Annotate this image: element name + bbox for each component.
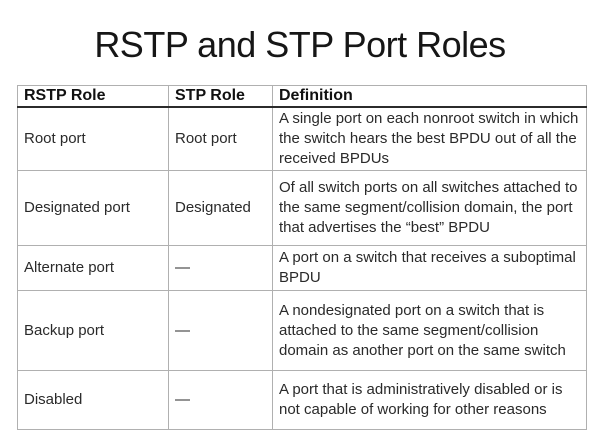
cell-definition: A port on a switch that receives a subop…: [272, 245, 587, 291]
cell-rstp-role: Backup port: [17, 290, 169, 371]
header-cell-rstp-role: RSTP Role: [17, 85, 169, 108]
cell-stp-role: —: [168, 290, 273, 371]
table-row: Root port Root port A single port on eac…: [17, 106, 587, 171]
table-header-row: RSTP Role STP Role Definition: [17, 85, 587, 108]
table-row: Disabled — A port that is administrative…: [17, 370, 587, 430]
table-row: Designated port Designated Of all switch…: [17, 170, 587, 246]
cell-stp-role: Root port: [168, 106, 273, 171]
cell-definition: A single port on each nonroot switch in …: [272, 106, 587, 171]
cell-rstp-role: Root port: [17, 106, 169, 171]
table-row: Alternate port — A port on a switch that…: [17, 245, 587, 291]
cell-stp-role: Designated: [168, 170, 273, 246]
header-cell-definition: Definition: [272, 85, 587, 108]
cell-definition: Of all switch ports on all switches atta…: [272, 170, 587, 246]
table-row: Backup port — A nondesignated port on a …: [17, 290, 587, 371]
header-cell-stp-role: STP Role: [168, 85, 273, 108]
cell-definition: A nondesignated port on a switch that is…: [272, 290, 587, 371]
cell-stp-role: —: [168, 370, 273, 430]
cell-definition: A port that is administratively disabled…: [272, 370, 587, 430]
cell-stp-role: —: [168, 245, 273, 291]
cell-rstp-role: Designated port: [17, 170, 169, 246]
page-title: RSTP and STP Port Roles: [94, 24, 506, 65]
port-roles-table: RSTP Role STP Role Definition Root port …: [17, 85, 587, 430]
cell-rstp-role: Alternate port: [17, 245, 169, 291]
cell-rstp-role: Disabled: [17, 370, 169, 430]
